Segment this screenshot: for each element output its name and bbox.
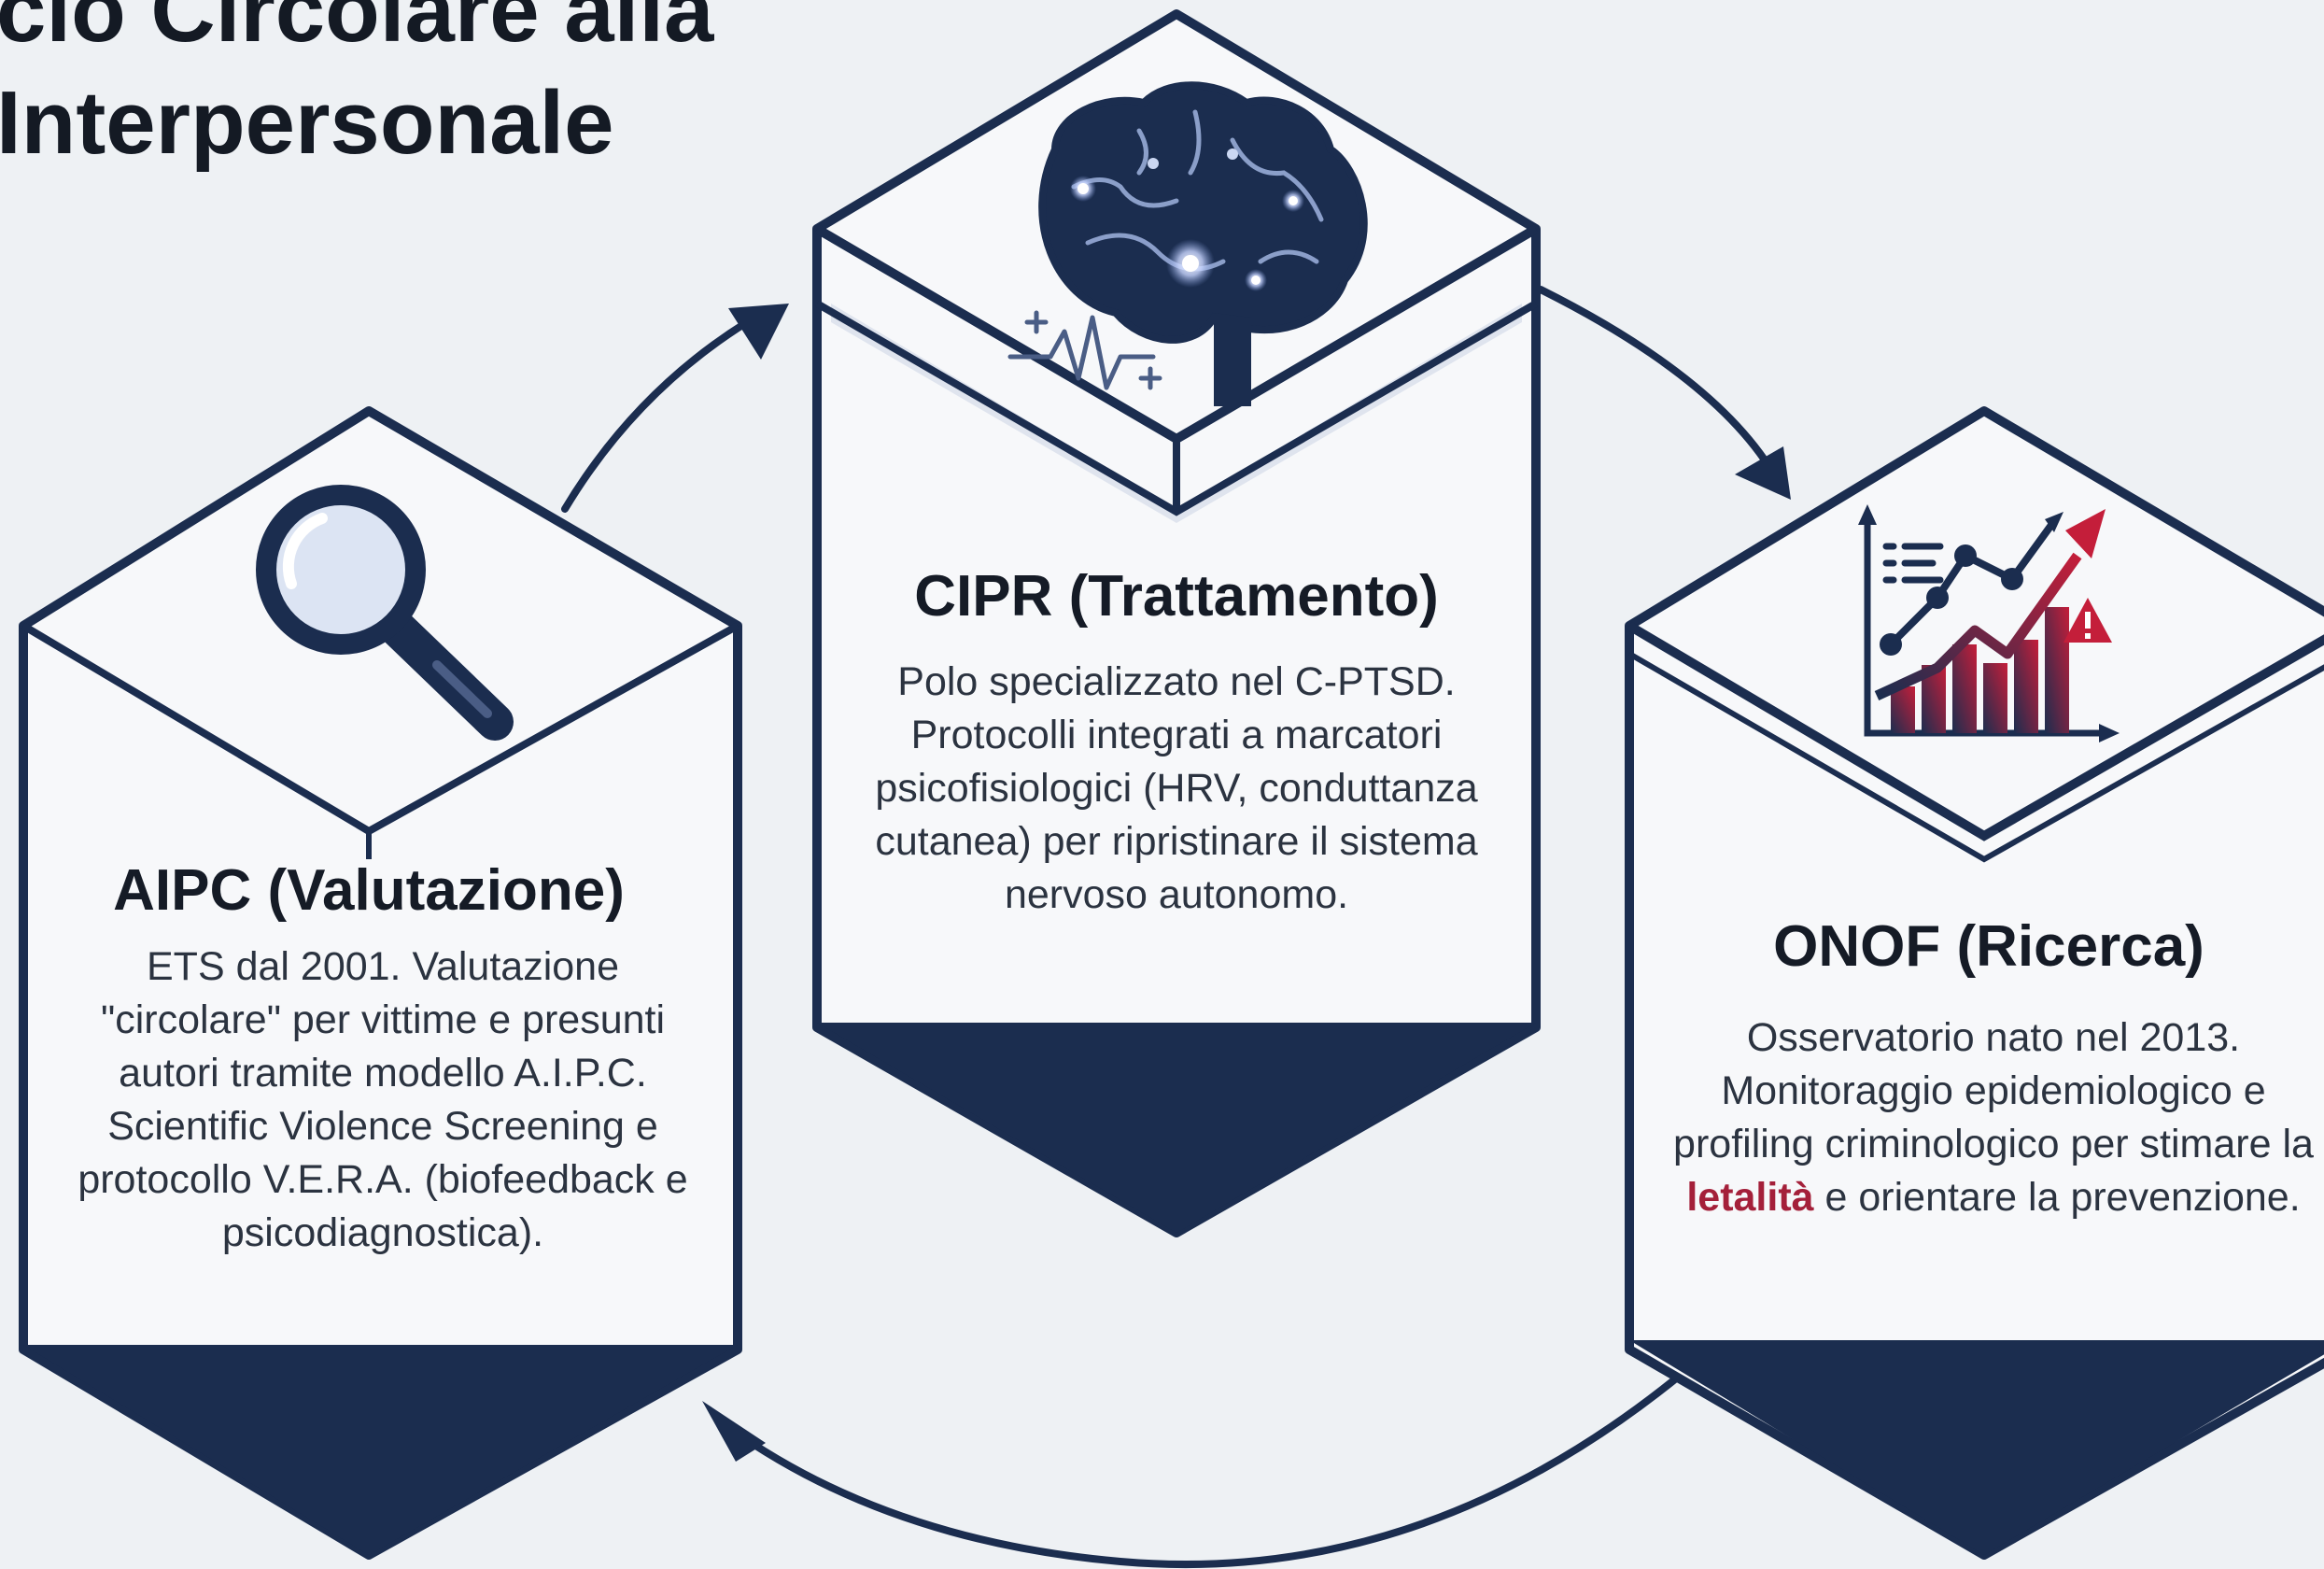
card-onof-description-end: e orientare la prevenzione.: [1813, 1175, 2301, 1220]
card-onof-description-start: Osservatorio nato nel 2013. Monitoraggio…: [1673, 1015, 2314, 1166]
lethality-highlight: letalità: [1686, 1175, 1814, 1220]
diagram-title-line-1: cio Circolare alla: [0, 0, 714, 61]
card-aipc-bottom-band: [23, 1345, 738, 1555]
arrow-cipr-to-onof: [1537, 286, 1773, 471]
card-onof-bottom-band: [1629, 1340, 2324, 1555]
card-onof-inner-fold: [1627, 651, 2324, 863]
card-cipr: [812, 9, 1541, 1237]
card-onof: [1625, 406, 2324, 1560]
card-aipc: [19, 406, 742, 1560]
card-cipr-bottom-band: [817, 1023, 1536, 1233]
rising-chart-warning-icon: [1858, 504, 2120, 742]
arrowhead-cipr: [728, 304, 789, 360]
arrowhead-aipc: [702, 1401, 766, 1462]
arrowheads: [702, 304, 1791, 1462]
magnifying-glass-icon: [256, 485, 514, 741]
diagram-title-line-2: Interpersonale: [0, 73, 614, 173]
card-cipr-title: CIPR (Trattamento): [914, 564, 1439, 629]
card-aipc-title: AIPC (Valutazione): [113, 858, 625, 923]
arrow-aipc-to-cipr: [561, 318, 751, 513]
card-onof-description: Osservatorio nato nel 2013. Monitoraggio…: [1667, 1011, 2320, 1224]
arrow-onof-to-aipc: [725, 1371, 1684, 1569]
card-cipr-description: Polo specializzato nel C-PTSD. Protocoll…: [875, 659, 1478, 917]
card-onof-title: ONOF (Ricerca): [1773, 914, 2204, 979]
card-aipc-description: ETS dal 2001. Valutazione "circolare" pe…: [77, 944, 688, 1255]
brain-icon: [1038, 81, 1368, 406]
heartbeat-icon: [1007, 310, 1162, 390]
card-onof-top-fold: [1627, 621, 2324, 841]
cycle-arrows: [561, 286, 1773, 1569]
arrowhead-onof: [1735, 446, 1791, 500]
